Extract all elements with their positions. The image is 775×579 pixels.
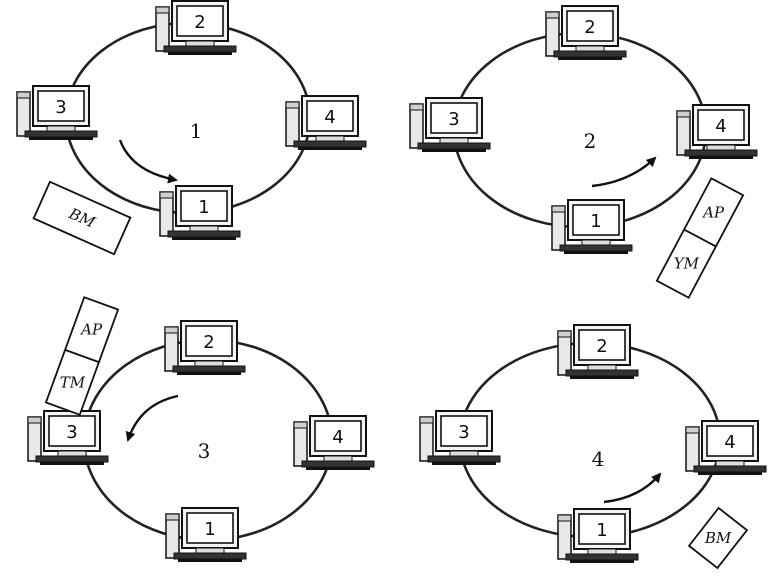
computer-label-4: 4 bbox=[332, 427, 343, 448]
computer-label-3: 3 bbox=[55, 97, 66, 118]
computer-label-2: 2 bbox=[194, 12, 205, 33]
computer-label-1: 1 bbox=[590, 211, 601, 232]
panel-4: 2 3 4 1 4 BM bbox=[419, 324, 767, 570]
computer-3: 3 bbox=[27, 410, 109, 466]
computer-4: 4 bbox=[685, 420, 767, 476]
panel-2: 2 3 4 1 2 AP YM bbox=[409, 5, 758, 299]
ring-2 bbox=[452, 31, 708, 229]
computer-label-1: 1 bbox=[596, 520, 607, 541]
computer-2: 2 bbox=[557, 324, 639, 380]
step-number: 1 bbox=[190, 119, 203, 143]
step-number: 3 bbox=[198, 439, 211, 463]
computer-label-4: 4 bbox=[715, 116, 726, 137]
computer-label-3: 3 bbox=[448, 109, 459, 130]
computer-label-1: 1 bbox=[204, 519, 215, 540]
token-label-bottom: YM bbox=[674, 255, 700, 273]
computer-label-2: 2 bbox=[584, 17, 595, 38]
computer-1: 1 bbox=[159, 185, 241, 241]
computer-1: 1 bbox=[165, 507, 247, 563]
direction-arrow-icon bbox=[125, 394, 179, 442]
computer-2: 2 bbox=[545, 5, 627, 61]
computer-3: 3 bbox=[16, 85, 98, 141]
computer-2: 2 bbox=[164, 320, 246, 376]
token-label-top: AP bbox=[701, 203, 725, 221]
computer-label-3: 3 bbox=[66, 422, 77, 443]
computer-1: 1 bbox=[551, 199, 633, 255]
token-frame: AP TM bbox=[44, 296, 120, 416]
token-frame: BM bbox=[687, 506, 749, 570]
computer-3: 3 bbox=[409, 97, 491, 153]
direction-arrow-icon bbox=[591, 156, 657, 188]
token-label-top: AP bbox=[79, 321, 103, 339]
token-label-bottom: TM bbox=[60, 373, 86, 391]
token-frame: AP YM bbox=[655, 177, 745, 299]
computer-1: 1 bbox=[557, 508, 639, 564]
token-frame: BM bbox=[32, 180, 132, 256]
computer-label-2: 2 bbox=[596, 336, 607, 357]
computer-label-1: 1 bbox=[198, 197, 209, 218]
computer-4: 4 bbox=[293, 415, 375, 471]
panel-3: 2 3 4 1 3 AP TM bbox=[27, 296, 375, 563]
direction-arrow-icon bbox=[118, 139, 178, 184]
computer-3: 3 bbox=[419, 410, 501, 466]
token-label: BM bbox=[704, 529, 732, 547]
computer-2: 2 bbox=[155, 0, 237, 56]
computer-4: 4 bbox=[676, 104, 758, 160]
direction-arrow-icon bbox=[603, 472, 662, 504]
computer-label-4: 4 bbox=[324, 107, 335, 128]
panel-1: 2 3 4 1 1 BM bbox=[16, 0, 367, 256]
computer-label-4: 4 bbox=[724, 432, 735, 453]
step-number: 2 bbox=[584, 129, 597, 153]
computer-4: 4 bbox=[285, 95, 367, 151]
step-number: 4 bbox=[592, 447, 605, 471]
computer-label-2: 2 bbox=[203, 332, 214, 353]
computer-label-3: 3 bbox=[458, 422, 469, 443]
